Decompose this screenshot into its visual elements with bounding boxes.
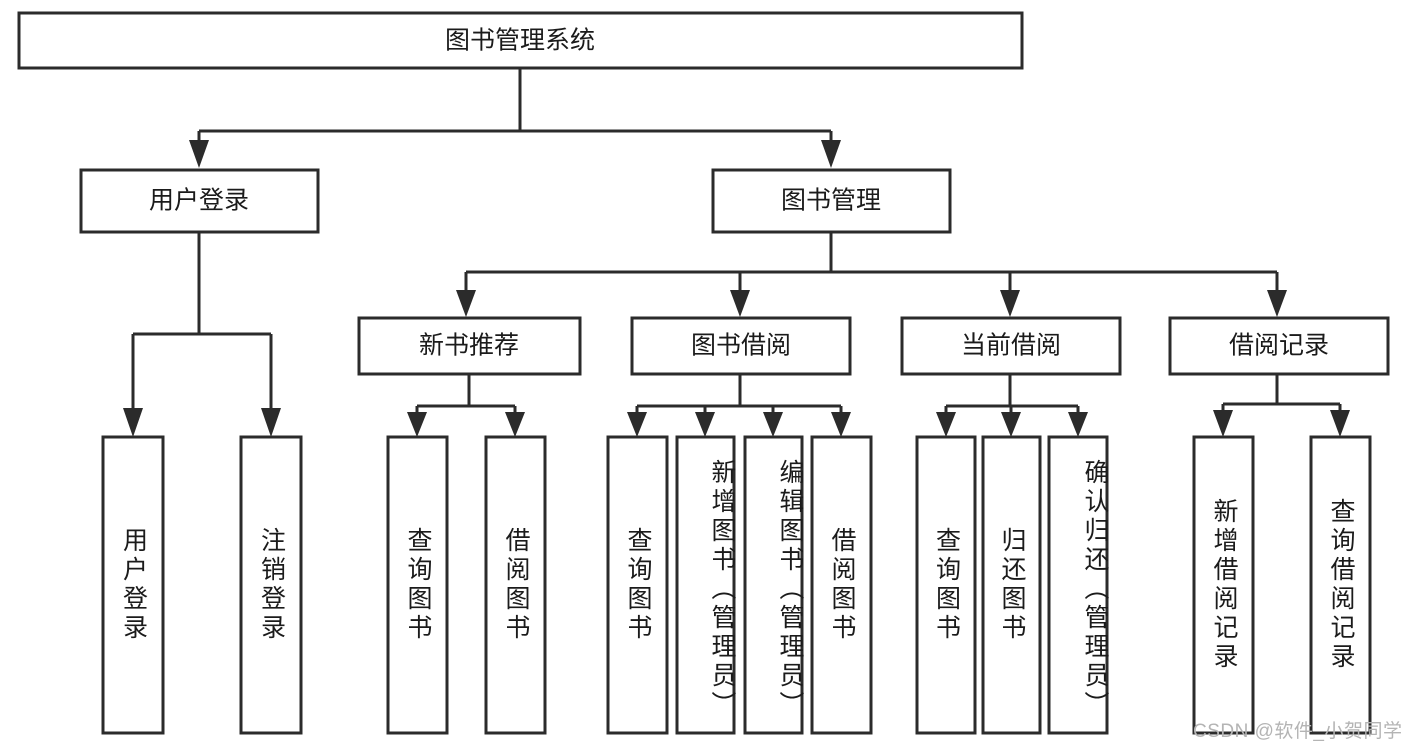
arrow-book-borrow-leaf-4 — [831, 412, 851, 437]
arrow-book-manage-to-new-book — [456, 290, 476, 317]
arrow-borrow-record-leaf-2 — [1330, 410, 1350, 437]
connector-group-root — [189, 68, 841, 168]
leaf-user-login-2-box[interactable] — [239, 435, 303, 735]
arrow-book-borrow-leaf-1 — [627, 412, 647, 437]
leaf-current-borrow-2-box[interactable] — [981, 435, 1042, 735]
arrow-user-login-leaf-2 — [261, 408, 281, 437]
connector-group-current-borrow — [936, 374, 1088, 437]
arrow-root-to-book-manage — [821, 140, 841, 168]
connector-group-new-book — [407, 374, 525, 437]
arrow-book-manage-to-current-borrow — [1000, 290, 1020, 317]
leaf-book-borrow-2-box[interactable] — [675, 435, 736, 735]
leaf-borrow-record-2-box[interactable] — [1309, 435, 1372, 735]
node-book-borrow-label: 图书借阅 — [691, 332, 791, 360]
arrow-book-manage-to-borrow-record — [1267, 290, 1287, 317]
node-current-borrow-label: 当前借阅 — [961, 332, 1061, 360]
leaf-book-borrow-3-box[interactable] — [743, 435, 804, 735]
connector-group-borrow-record — [1213, 374, 1350, 437]
leaf-new-book-2-box[interactable] — [484, 435, 547, 735]
node-borrow-record-box[interactable] — [1168, 316, 1390, 376]
node-book-borrow-box[interactable] — [630, 316, 852, 376]
leaf-book-borrow-1-box[interactable] — [606, 435, 669, 735]
arrow-book-borrow-leaf-3 — [763, 412, 783, 437]
leaf-current-borrow-3-box[interactable] — [1047, 435, 1109, 735]
arrow-root-to-user-login — [189, 140, 209, 168]
node-current-borrow-box[interactable] — [900, 316, 1122, 376]
node-book-manage-label: 图书管理 — [781, 187, 881, 215]
arrow-current-borrow-leaf-2 — [1001, 412, 1021, 437]
csdn-watermark: CSDN @软件_小贺同学 — [1193, 721, 1403, 742]
arrow-current-borrow-leaf-1 — [936, 412, 956, 437]
leaf-borrow-record-1-box[interactable] — [1192, 435, 1255, 735]
node-root-box[interactable] — [17, 11, 1024, 70]
arrow-borrow-record-leaf-1 — [1213, 410, 1233, 437]
leaf-book-borrow-4-box[interactable] — [810, 435, 873, 735]
node-new-book-label: 新书推荐 — [419, 332, 519, 360]
arrow-current-borrow-leaf-3 — [1068, 412, 1088, 437]
arrow-new-book-leaf-2 — [505, 412, 525, 437]
arrow-user-login-leaf-1 — [123, 408, 143, 437]
node-user-login-label: 用户登录 — [149, 187, 249, 215]
leaf-current-borrow-1-box[interactable] — [915, 435, 977, 735]
arrow-book-borrow-leaf-2 — [695, 412, 715, 437]
leaf-new-book-1-box[interactable] — [386, 435, 449, 735]
node-new-book-box[interactable] — [357, 316, 582, 376]
connector-group-user-login — [123, 232, 281, 437]
arrow-book-manage-to-book-borrow — [730, 290, 750, 317]
leaf-user-login-1-box[interactable] — [101, 435, 165, 735]
node-book-manage-box[interactable] — [711, 168, 952, 234]
node-borrow-record-label: 借阅记录 — [1229, 332, 1329, 360]
arrow-new-book-leaf-1 — [407, 412, 427, 437]
node-user-login-box[interactable] — [79, 168, 320, 234]
node-root-label: 图书管理系统 — [445, 27, 595, 55]
connector-group-book-borrow — [627, 374, 851, 437]
connector-group-book-manage — [456, 232, 1287, 317]
